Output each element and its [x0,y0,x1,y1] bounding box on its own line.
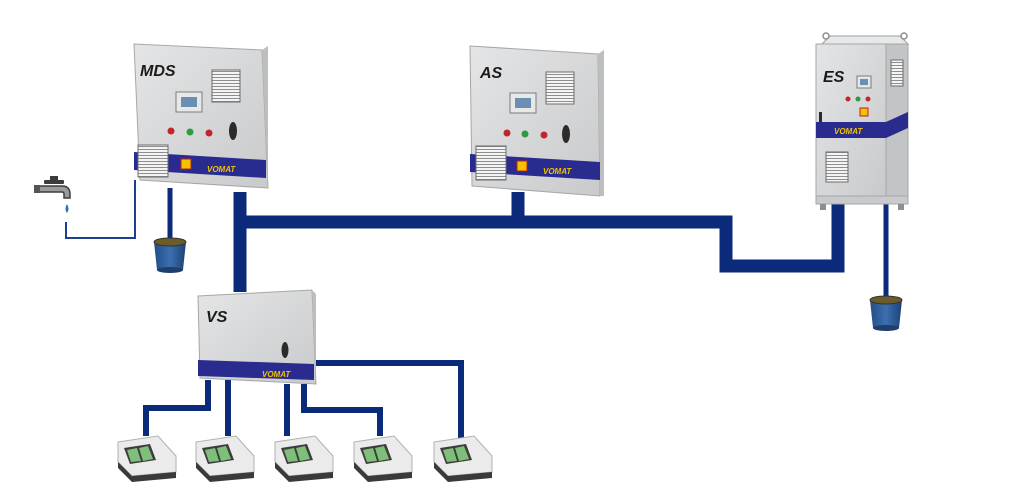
wash-station-icon [274,435,334,482]
pipe-network [233,192,845,292]
as-main-switch [516,160,528,172]
drain-pipes [167,188,889,300]
wash-station-icon [353,435,413,482]
mds-indicator-red-2 [205,129,213,137]
mds-indicator-red [167,127,175,135]
as-label: AS [479,65,503,82]
water-supply-line [65,180,136,239]
as-cabinet: AS VOMAT [469,45,604,197]
wash-station-icon [195,435,255,482]
vs-distribution-pipes [143,360,464,440]
es-cabinet: ES VOMAT [815,32,910,210]
vs-label: VS [206,309,228,326]
as-door-handle [562,125,570,143]
mds-vent-top [211,69,241,103]
pipe-main-horizontal [240,204,845,273]
vs-brand-stripe [198,360,314,380]
bucket-icon [153,237,187,273]
wash-stations [117,435,493,482]
mds-main-switch [180,158,192,170]
mds-indicator-green [186,128,194,136]
mds-label: MDS [140,63,176,80]
vs-brand: VOMAT [262,370,291,379]
es-brand-stripe [816,122,886,138]
wash-station-icon [433,435,493,482]
mds-cabinet: MDS VOMAT [133,43,269,189]
vs-door-handle [281,342,289,358]
es-label: ES [823,69,845,86]
water-tap-icon [34,176,71,213]
wash-station-icon [117,435,177,482]
mds-brand: VOMAT [207,165,236,174]
es-brand: VOMAT [834,127,863,136]
bucket-icon [869,295,903,331]
vs-cabinet: VS VOMAT [197,289,317,385]
mds-door-handle [229,122,237,140]
as-brand: VOMAT [543,167,572,176]
